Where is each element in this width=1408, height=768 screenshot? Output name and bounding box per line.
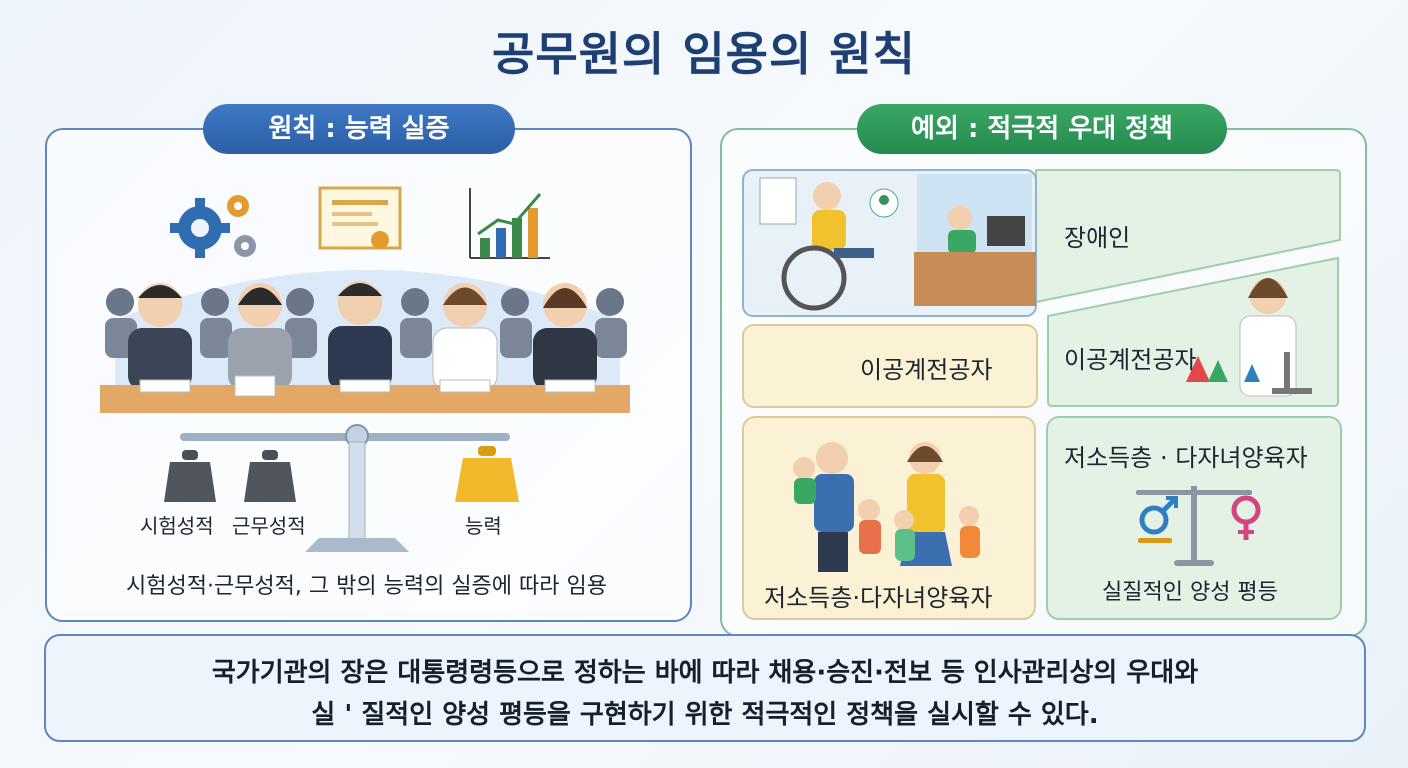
principle-header: 원칙 : 능력 실증	[203, 104, 515, 154]
label-disabled: 장애인	[1064, 224, 1131, 252]
label-family-bottom: 저소득층·다자녀양육자	[764, 584, 993, 612]
certificate-icon	[318, 186, 402, 250]
growth-chart-icon	[469, 188, 550, 259]
card-disabled	[742, 169, 1341, 317]
footer-box: 국가기관의 장은 대통령령등으로 정하는 바에 따라 채용·승진·전보 등 인사…	[44, 634, 1366, 742]
principle-illustration	[100, 186, 630, 552]
gear-icon	[170, 198, 230, 258]
male-symbol-icon	[1138, 496, 1178, 543]
card-science-right	[1047, 256, 1339, 407]
female-symbol-icon	[1231, 495, 1261, 540]
card-equality	[1046, 416, 1342, 620]
weight-label-ability: 능력	[465, 514, 502, 538]
card-family	[742, 416, 1036, 620]
principle-description: 시험성적·근무성적, 그 밖의 능력의 실증에 따라 임용	[126, 574, 607, 599]
page-title: 공무원의 임용의 원칙	[492, 27, 916, 81]
gear-small-icon	[227, 195, 249, 217]
footer-line-1: 국가기관의 장은 대통령령등으로 정하는 바에 따라 채용·승진·전보 등 인사…	[211, 658, 1199, 688]
weight-work-performance	[244, 450, 296, 502]
footer-line-2: 실 ' 질적인 양성 평등을 구현하기 위한 적극적인 정책을 실시할 수 있다…	[311, 700, 1099, 730]
weight-ability	[455, 446, 519, 502]
label-science-right: 이공계전공자	[1064, 346, 1197, 374]
label-science-left: 이공계전공자	[860, 356, 993, 384]
label-family-top: 저소득층 · 다자녀양육자	[1064, 444, 1308, 472]
gear-small-icon	[234, 235, 256, 257]
weight-test-score	[164, 450, 216, 502]
exception-header: 예외 : 적극적 우대 정책	[857, 104, 1227, 154]
weight-label-work-performance: 근무성적	[232, 514, 306, 538]
label-equality: 실질적인 양성 평등	[1102, 580, 1278, 605]
weight-label-test-score: 시험성적	[140, 514, 214, 538]
card-science-left	[742, 324, 1038, 408]
